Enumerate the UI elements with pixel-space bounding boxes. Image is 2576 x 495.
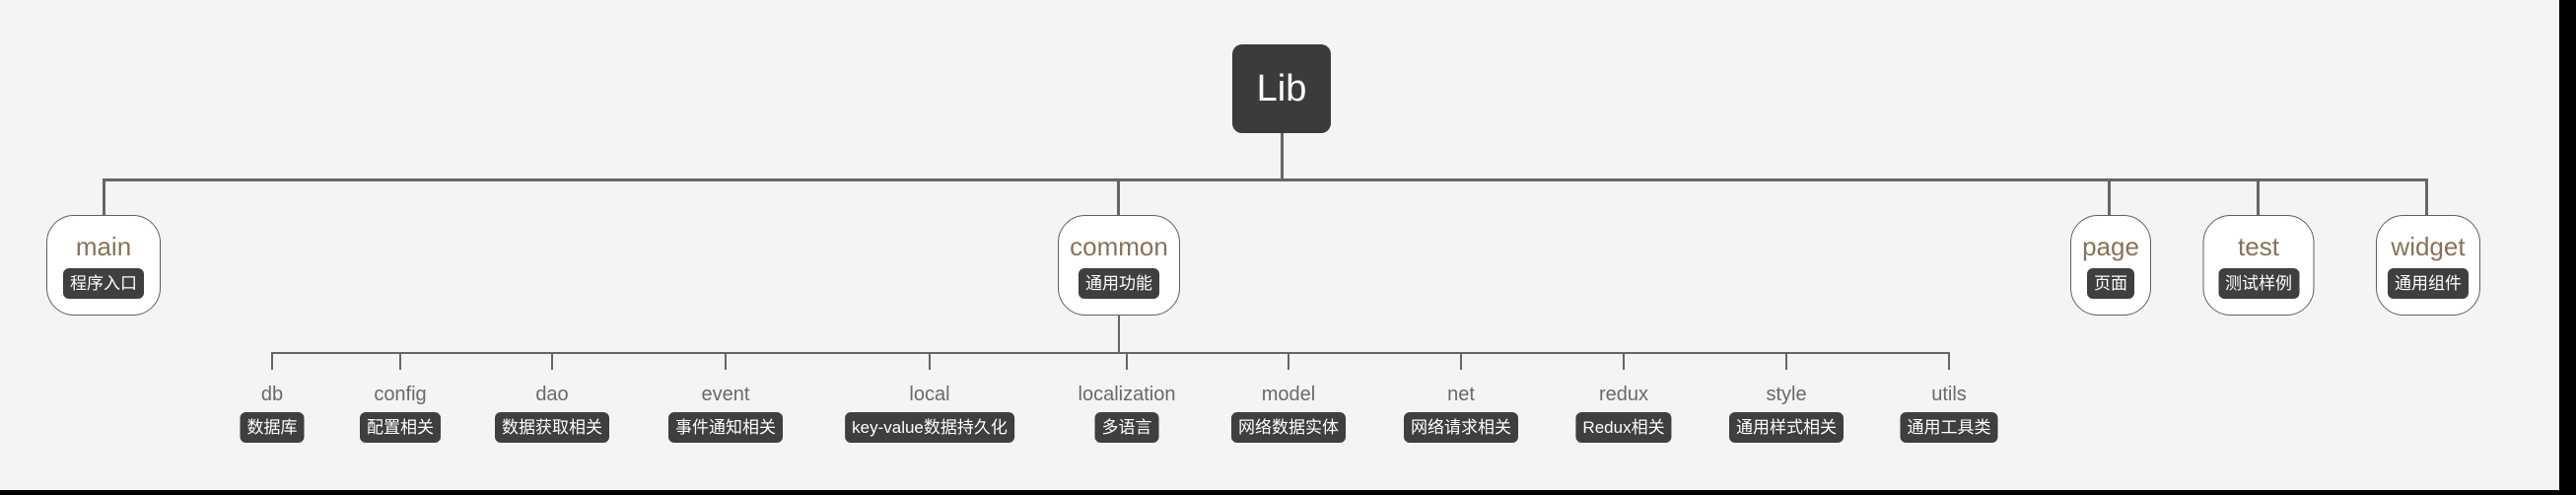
node-redux-badge: Redux相关 [1575,412,1672,443]
node-utils-badge: 通用工具类 [1900,412,1998,443]
node-utils[interactable]: utils 通用工具类 [1900,382,1998,443]
connector-common-down [1118,316,1120,353]
connector-level2-bus [271,352,1950,354]
node-main-label: main [75,232,132,261]
node-main[interactable]: main 程序入口 [46,215,161,316]
node-dao-label: dao [535,384,569,405]
node-event-badge: 事件通知相关 [668,412,783,443]
connector-tick-event [725,352,727,370]
node-local-label: local [909,384,950,405]
node-model-label: model [1261,384,1316,405]
node-test-label: test [2238,232,2279,261]
connector-stub-test [2257,178,2260,215]
node-lib-label: Lib [1256,67,1307,109]
node-localization[interactable]: localization 多语言 [1078,382,1176,443]
node-redux[interactable]: redux Redux相关 [1575,382,1672,443]
node-common-label: common [1070,232,1168,261]
connector-level1-bus [103,178,2428,181]
node-dao-badge: 数据获取相关 [495,412,609,443]
node-config-badge: 配置相关 [360,412,441,443]
connector-tick-net [1460,352,1462,370]
connector-tick-dao [551,352,553,370]
connector-tick-style [1785,352,1787,370]
connector-tick-local [929,352,931,370]
node-net-label: net [1447,384,1475,405]
connector-stub-common [1117,178,1120,215]
node-common[interactable]: common 通用功能 [1058,215,1180,316]
node-redux-label: redux [1598,384,1649,405]
node-page-badge: 页面 [2087,268,2134,299]
letterbox-right [2559,0,2576,495]
node-page[interactable]: page 页面 [2070,215,2151,316]
node-model[interactable]: model 网络数据实体 [1231,382,1346,443]
node-utils-label: utils [1931,384,1967,405]
node-event[interactable]: event 事件通知相关 [668,382,783,443]
node-local[interactable]: local key-value数据持久化 [845,382,1014,443]
node-db-badge: 数据库 [240,412,305,443]
node-style-label: style [1766,384,1807,405]
node-config-label: config [374,384,427,405]
connector-tick-config [399,352,401,370]
connector-tick-utils [1948,352,1950,370]
node-widget-badge: 通用组件 [2388,268,2469,299]
node-style-badge: 通用样式相关 [1729,412,1844,443]
node-widget[interactable]: widget 通用组件 [2376,215,2480,316]
connector-tick-localization [1126,352,1128,370]
node-page-label: page [2082,232,2139,261]
node-db[interactable]: db 数据库 [240,382,305,443]
connector-tick-db [271,352,273,370]
node-net-badge: 网络请求相关 [1404,412,1518,443]
node-lib[interactable]: Lib [1232,44,1331,133]
node-config[interactable]: config 配置相关 [360,382,441,443]
node-model-badge: 网络数据实体 [1231,412,1346,443]
connector-stub-widget [2425,178,2428,215]
connector-lib-stub [1281,133,1284,181]
node-net[interactable]: net 网络请求相关 [1404,382,1518,443]
node-style[interactable]: style 通用样式相关 [1729,382,1844,443]
connector-tick-model [1288,352,1289,370]
node-localization-badge: 多语言 [1094,412,1159,443]
connector-stub-main [103,178,105,215]
node-local-badge: key-value数据持久化 [845,412,1014,443]
node-test[interactable]: test 测试样例 [2202,215,2315,316]
node-localization-label: localization [1078,384,1176,405]
node-event-label: event [701,384,750,405]
node-dao[interactable]: dao 数据获取相关 [495,382,609,443]
letterbox-bottom [0,490,2576,495]
node-common-badge: 通用功能 [1079,268,1159,299]
connector-stub-page [2108,178,2111,215]
node-widget-label: widget [2391,232,2466,261]
node-main-badge: 程序入口 [63,268,144,299]
node-db-label: db [260,384,284,405]
node-test-badge: 测试样例 [2218,268,2299,299]
connector-tick-redux [1623,352,1625,370]
